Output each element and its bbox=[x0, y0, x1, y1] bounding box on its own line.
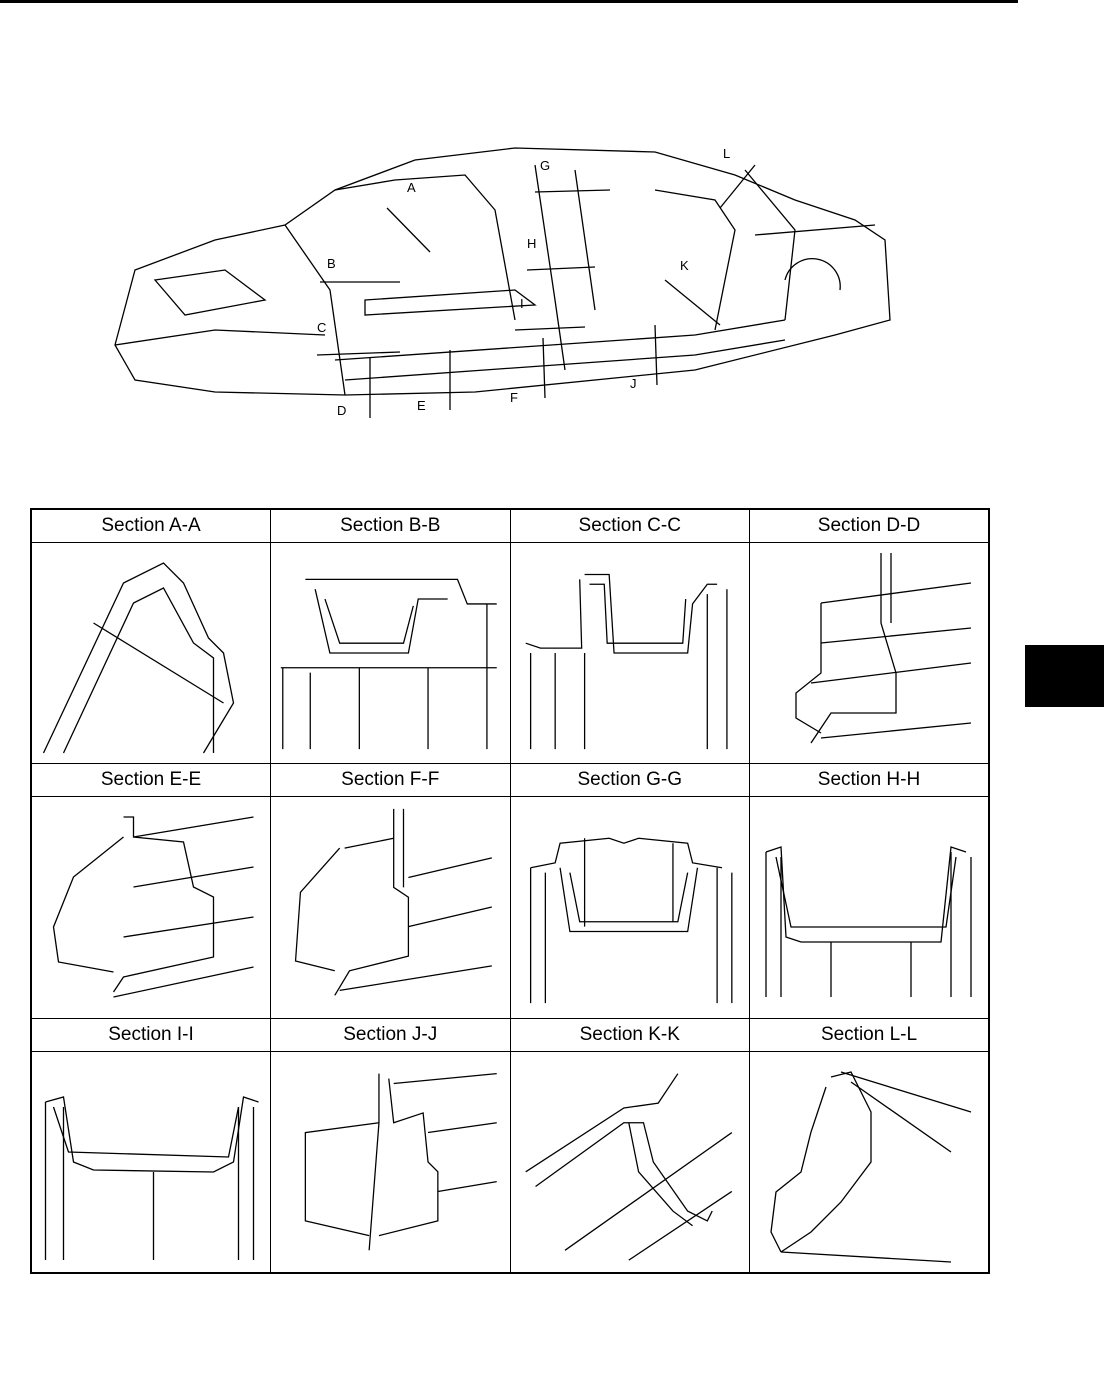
section-c-c-drawing bbox=[509, 542, 750, 765]
marker-g: G bbox=[540, 158, 550, 173]
section-label: Section E-E bbox=[30, 763, 271, 798]
section-label: Section J-J bbox=[270, 1017, 511, 1052]
marker-h: H bbox=[527, 236, 536, 251]
section-l-l-drawing bbox=[749, 1050, 990, 1274]
marker-l: L bbox=[723, 146, 730, 161]
section-label: Section K-K bbox=[509, 1017, 750, 1052]
marker-d: D bbox=[337, 403, 346, 418]
section-g-g-drawing bbox=[509, 796, 750, 1019]
section-label: Section G-G bbox=[509, 763, 750, 798]
section-k-k-drawing bbox=[509, 1050, 750, 1274]
section-label: Section D-D bbox=[749, 508, 990, 544]
car-body-overview: A B C D E F G H I J K L bbox=[95, 130, 915, 430]
marker-a: A bbox=[407, 180, 416, 195]
marker-b: B bbox=[327, 256, 336, 271]
sections-table: Section A-A Section B-B Section C-C Sect… bbox=[30, 508, 990, 1274]
section-label: Section H-H bbox=[749, 763, 990, 798]
marker-i: I bbox=[520, 296, 524, 311]
section-label: Section L-L bbox=[749, 1017, 990, 1052]
section-b-b-drawing bbox=[270, 542, 511, 765]
marker-k: K bbox=[680, 258, 689, 273]
top-rule bbox=[0, 0, 1018, 3]
section-e-e-drawing bbox=[30, 796, 271, 1019]
marker-f: F bbox=[510, 390, 518, 405]
section-label: Section A-A bbox=[30, 508, 271, 544]
section-index-tab bbox=[1025, 645, 1104, 707]
section-f-f-drawing bbox=[270, 796, 511, 1019]
section-i-i-drawing bbox=[30, 1050, 271, 1274]
section-j-j-drawing bbox=[270, 1050, 511, 1274]
marker-c: C bbox=[317, 320, 326, 335]
section-label: Section B-B bbox=[270, 508, 511, 544]
section-label: Section F-F bbox=[270, 763, 511, 798]
marker-j: J bbox=[630, 376, 637, 391]
marker-e: E bbox=[417, 398, 426, 413]
section-d-d-drawing bbox=[749, 542, 990, 765]
section-label: Section I-I bbox=[30, 1017, 271, 1052]
section-a-a-drawing bbox=[30, 542, 271, 765]
section-h-h-drawing bbox=[749, 796, 990, 1019]
section-label: Section C-C bbox=[509, 508, 750, 544]
car-body-drawing: A B C D E F G H I J K L bbox=[114, 146, 891, 418]
